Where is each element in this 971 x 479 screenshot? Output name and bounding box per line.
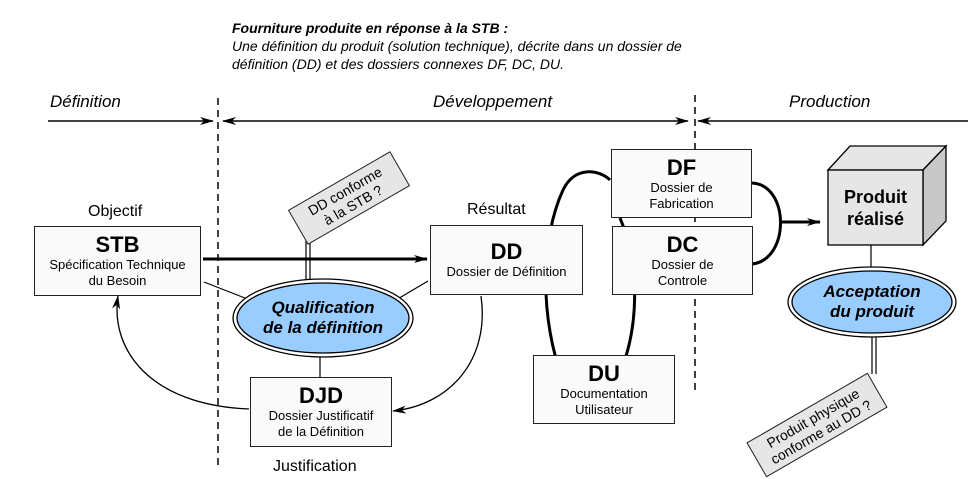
dc-code: DC [666, 232, 699, 257]
stb-desc-1: Spécification Technique [49, 257, 186, 272]
ellipse-qualification [236, 282, 410, 354]
box-dc: DC Dossier de Controle [612, 226, 753, 295]
du-desc-2: Utilisateur [575, 402, 633, 417]
phase-definition: Définition [50, 92, 121, 111]
box-stb: STB Spécification Technique du Besoin [34, 226, 201, 296]
djd-desc-1: Dossier Justificatif [268, 408, 374, 423]
arrow-dd-to-djd [392, 295, 483, 414]
df-desc-1: Dossier de [650, 180, 713, 195]
bracket-df-dc [751, 181, 782, 266]
qualification-line-1: Qualification [271, 298, 375, 317]
box-du: DU Documentation Utilisateur [533, 355, 675, 424]
label-justification: Justification [273, 458, 357, 475]
arrow-djd-to-stb [112, 295, 250, 410]
stb-code: STB [95, 232, 140, 257]
acceptation-text: Acceptation du produit [797, 282, 947, 322]
cube-front [827, 169, 924, 246]
product-text: Produit réalisé [828, 186, 923, 230]
intro-line-1: Une définition du produit (solution tech… [232, 38, 682, 54]
phase-developpement: Développement [433, 92, 553, 111]
dd-desc-1: Dossier de Définition [446, 264, 567, 279]
intro-title: Fourniture produite en réponse à la STB … [232, 20, 509, 36]
df-code: DF [666, 155, 697, 180]
dc-desc-1: Dossier de [651, 257, 714, 272]
dc-desc-2: Controle [657, 273, 708, 288]
djd-code: DJD [298, 383, 343, 408]
qualification-line-2: de la définition [263, 318, 383, 337]
intro-line-2: définition (DD) et des dossiers connexes… [232, 56, 564, 72]
loop-dd-du-df [544, 170, 612, 381]
connector-dd-qualification [395, 280, 429, 301]
label-resultat: Résultat [467, 201, 526, 218]
qualification-text: Qualification de la définition [243, 298, 403, 338]
product-line-2: réalisé [846, 209, 905, 229]
acceptation-line-1: Acceptation [823, 282, 921, 301]
box-djd: DJD Dossier Justificatif de la Définitio… [250, 377, 392, 447]
stb-desc-2: du Besoin [88, 273, 147, 288]
ellipse-acceptation [791, 270, 953, 334]
djd-desc-2: de la Définition [278, 424, 364, 439]
phase-production: Production [789, 92, 871, 111]
product-line-1: Produit [844, 187, 907, 207]
box-dd: DD Dossier de Définition [430, 225, 583, 295]
du-code: DU [588, 361, 620, 386]
du-desc-1: Documentation [560, 386, 648, 401]
connector-stb-qualification [203, 281, 251, 301]
dd-code: DD [490, 239, 523, 264]
acceptation-line-2: du produit [829, 302, 915, 321]
label-objectif: Objectif [88, 203, 143, 220]
box-df: DF Dossier de Fabrication [611, 149, 752, 218]
df-desc-2: Fabrication [649, 196, 714, 211]
